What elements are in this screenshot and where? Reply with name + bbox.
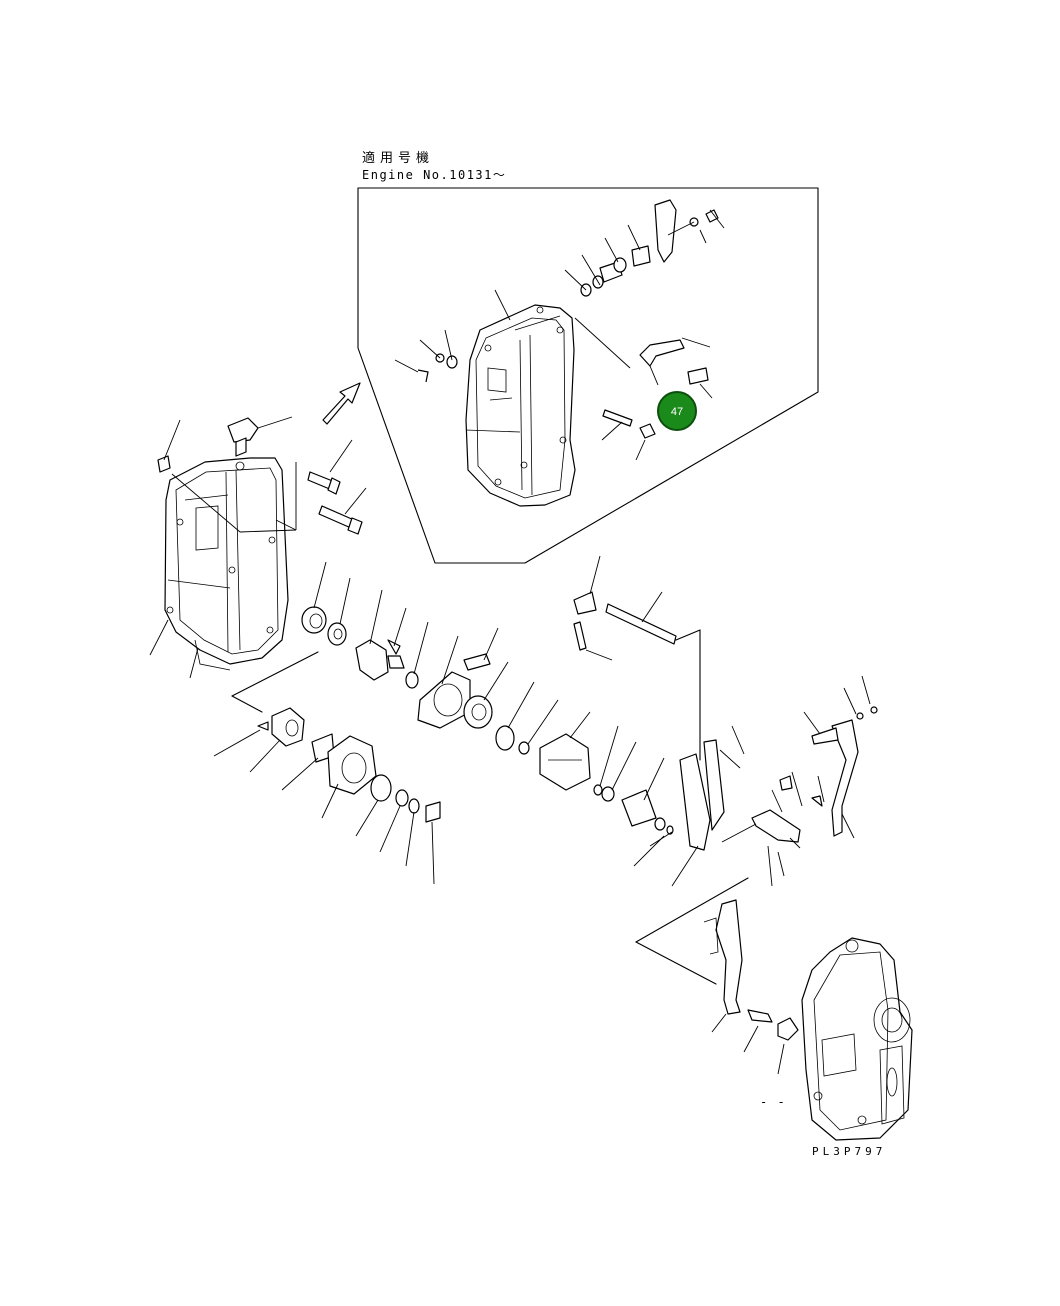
main-housing-leaders [149,416,367,679]
main-gear-set [231,651,441,823]
applicability-japanese-label: 適用号機 [362,150,434,166]
minor-mark: - - [760,1095,786,1109]
inset-leaders [394,209,725,461]
main-shaft-parts [301,606,674,835]
inset-governor-housing [465,304,576,507]
main-lower-lever [703,899,799,1075]
callout-47-marker[interactable]: 47 [657,391,697,431]
main-mid-leaders [213,561,673,885]
callout-47-label: 47 [671,406,683,418]
applicability-engine-no-label: Engine No.10131〜 [362,168,506,182]
main-lever-linkage [573,555,878,985]
overview-housing [801,937,913,1141]
inset-arrow [322,382,361,425]
main-gear-housing [157,417,289,671]
inset-shaft-parts [417,199,719,439]
inset-frame [357,187,819,564]
drawing-code: PL3P797 [812,1145,886,1158]
main-bolts [307,471,363,535]
